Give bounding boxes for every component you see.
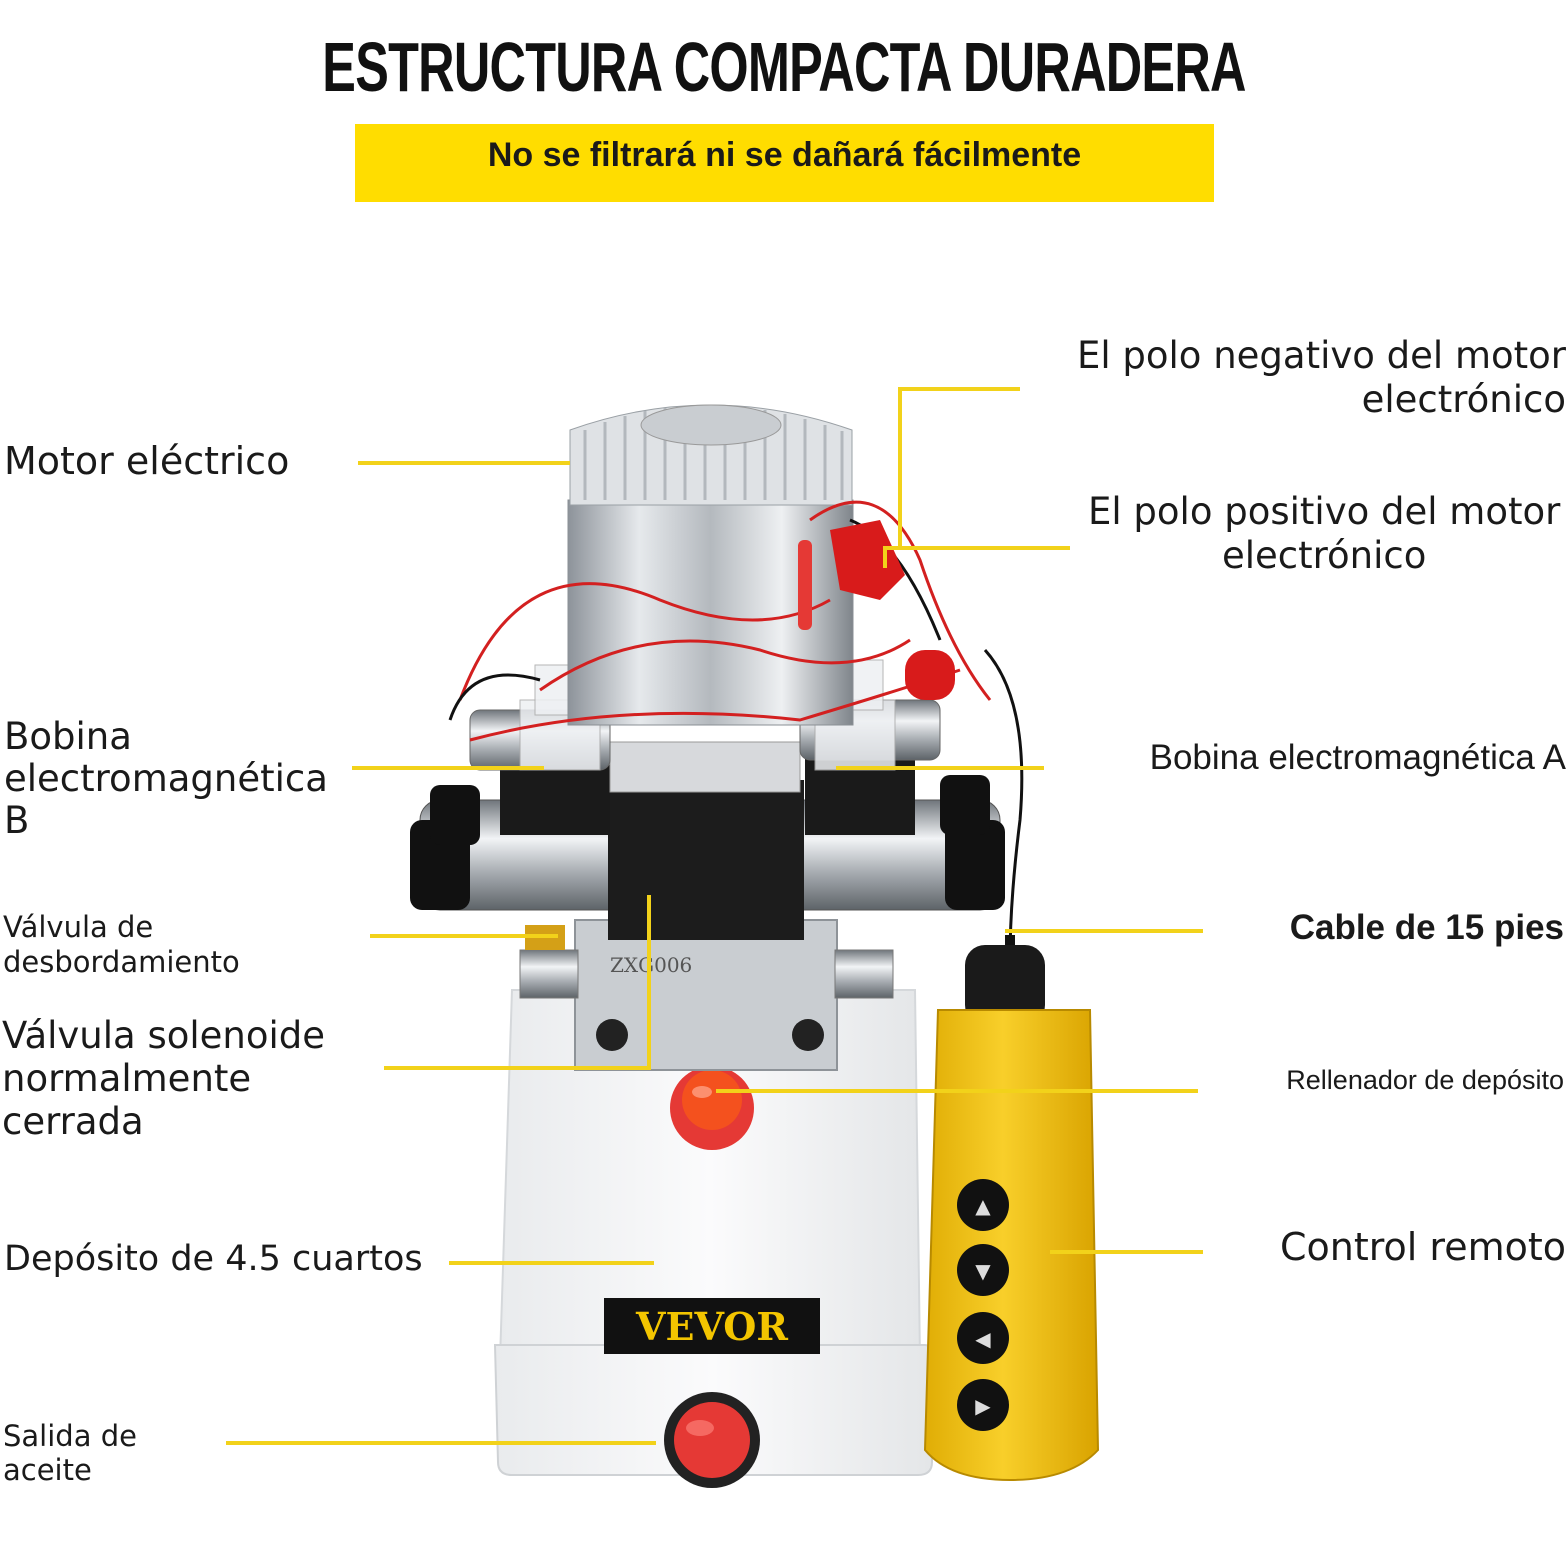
svg-text:▼: ▼ [975,1259,991,1283]
label-remote: Control remoto [1279,1225,1566,1269]
label-solenoid-valve: Válvula solenoide normalmente cerrada [2,1014,326,1143]
filler-cap [670,1066,754,1150]
leader-positive [885,546,1070,550]
leader-negative-h [898,387,1020,391]
label-reservoir: Depósito de 4.5 cuartos [4,1239,423,1279]
leader-solenoid-h [384,1066,650,1070]
valve-code: ZXG006 [610,953,692,977]
leader-coil-a [836,766,1044,770]
label-coil-b: Bobina electromagnética B [4,715,328,842]
subtitle-banner: No se filtrará ni se dañará fácilmente [355,124,1214,202]
leader-reservoir [449,1261,654,1265]
subtitle-text: No se filtrará ni se dañará fácilmente [487,136,1082,174]
solenoid-assembly [410,659,1005,940]
leader-overflow [370,934,558,938]
leader-solenoid-v [647,895,651,1070]
brand-plate [604,1298,820,1354]
leader-cable [1005,929,1203,933]
label-positive-pole: El polo positivo del motor electrónico [1088,490,1561,577]
leader-coil-b [352,766,544,770]
label-overflow-valve: Válvula de desbordamiento [3,910,240,979]
svg-text:▶: ▶ [975,1394,991,1418]
label-motor: Motor eléctrico [4,439,290,483]
label-filler: Rellenador de depósito [1286,1065,1564,1095]
leader-filler [716,1089,1198,1093]
oil-outlet-cap [664,1392,760,1488]
leader-oil-outlet [226,1441,656,1445]
label-negative-pole: El polo negativo del motor electrónico [1076,334,1566,421]
label-coil-a: Bobina electromagnética A [1149,738,1566,777]
leader-negative-v [898,387,902,547]
label-oil-outlet: Salida de aceite [3,1419,137,1487]
svg-text:▲: ▲ [975,1194,991,1218]
positive-terminal [798,520,955,700]
valve-manifold: ZXG006 [519,919,894,1071]
brand-logo: VEVOR [635,1304,788,1349]
label-cable: Cable de 15 pies [1289,908,1564,947]
svg-text:◀: ◀ [975,1327,991,1351]
remote-pendant: ▲ ▼ ◀ ▶ [923,935,1100,1482]
leader-remote [1050,1250,1203,1254]
leader-motor [358,461,570,465]
leader-positive-v [883,546,887,568]
page-title: ESTRUCTURA COMPACTA DURADERA [322,28,1246,106]
